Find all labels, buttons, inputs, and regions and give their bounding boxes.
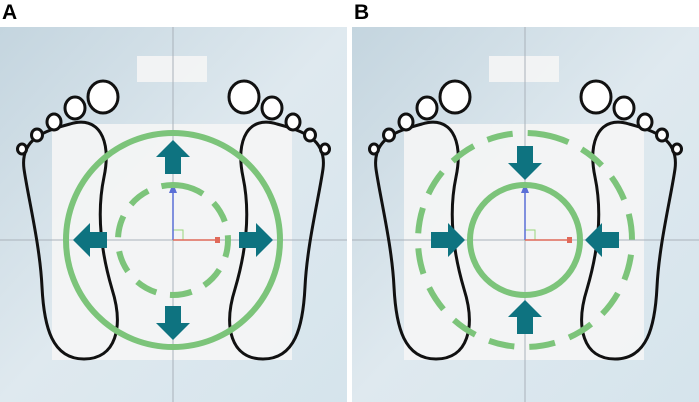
arrow-left [73, 223, 107, 257]
solid-inner-ring [467, 182, 583, 298]
right-foot-outline [580, 120, 677, 361]
right-toe [636, 112, 654, 132]
right-toe [671, 142, 683, 156]
dashed-inner-ring [115, 182, 231, 298]
right-toe [612, 95, 636, 121]
solid-outer-ring [63, 130, 283, 350]
right-toe [655, 127, 669, 143]
axis-horizontal-end [215, 237, 220, 243]
dashed-outer-ring [415, 130, 635, 350]
right-toe [284, 112, 302, 132]
arrow-up [508, 300, 542, 334]
right-toe [319, 142, 331, 156]
left-toe [415, 95, 439, 121]
arrow-left [585, 223, 619, 257]
axis-horizontal-end [567, 237, 572, 243]
panel-b [352, 27, 699, 402]
arrow-down [156, 306, 190, 340]
left-toe [86, 79, 120, 115]
platform-tab [489, 56, 559, 82]
left-toe [397, 112, 415, 132]
left-toe [16, 142, 28, 156]
left-toe [438, 79, 472, 115]
platform-tab [137, 56, 207, 82]
panel-b-diagram [352, 27, 699, 402]
left-toe [30, 127, 44, 143]
left-toe [45, 112, 63, 132]
right-toe [303, 127, 317, 143]
right-toe [227, 79, 261, 115]
panel-a-diagram [0, 27, 347, 402]
axis-vertical-arrowhead [169, 183, 177, 193]
right-toe [579, 79, 613, 115]
arrow-down [508, 146, 542, 180]
left-foot-outline [374, 120, 471, 361]
panel-label-b: B [354, 1, 370, 24]
arrow-up [156, 140, 190, 174]
panel-a [0, 27, 347, 402]
left-toe [63, 95, 87, 121]
right-foot-outline [228, 120, 325, 361]
right-toe [260, 95, 284, 121]
panel-label-a: A [2, 1, 18, 24]
left-foot-outline [22, 120, 119, 361]
arrow-right [239, 223, 273, 257]
left-toe [382, 127, 396, 143]
arrow-right [431, 223, 465, 257]
left-toe [368, 142, 380, 156]
